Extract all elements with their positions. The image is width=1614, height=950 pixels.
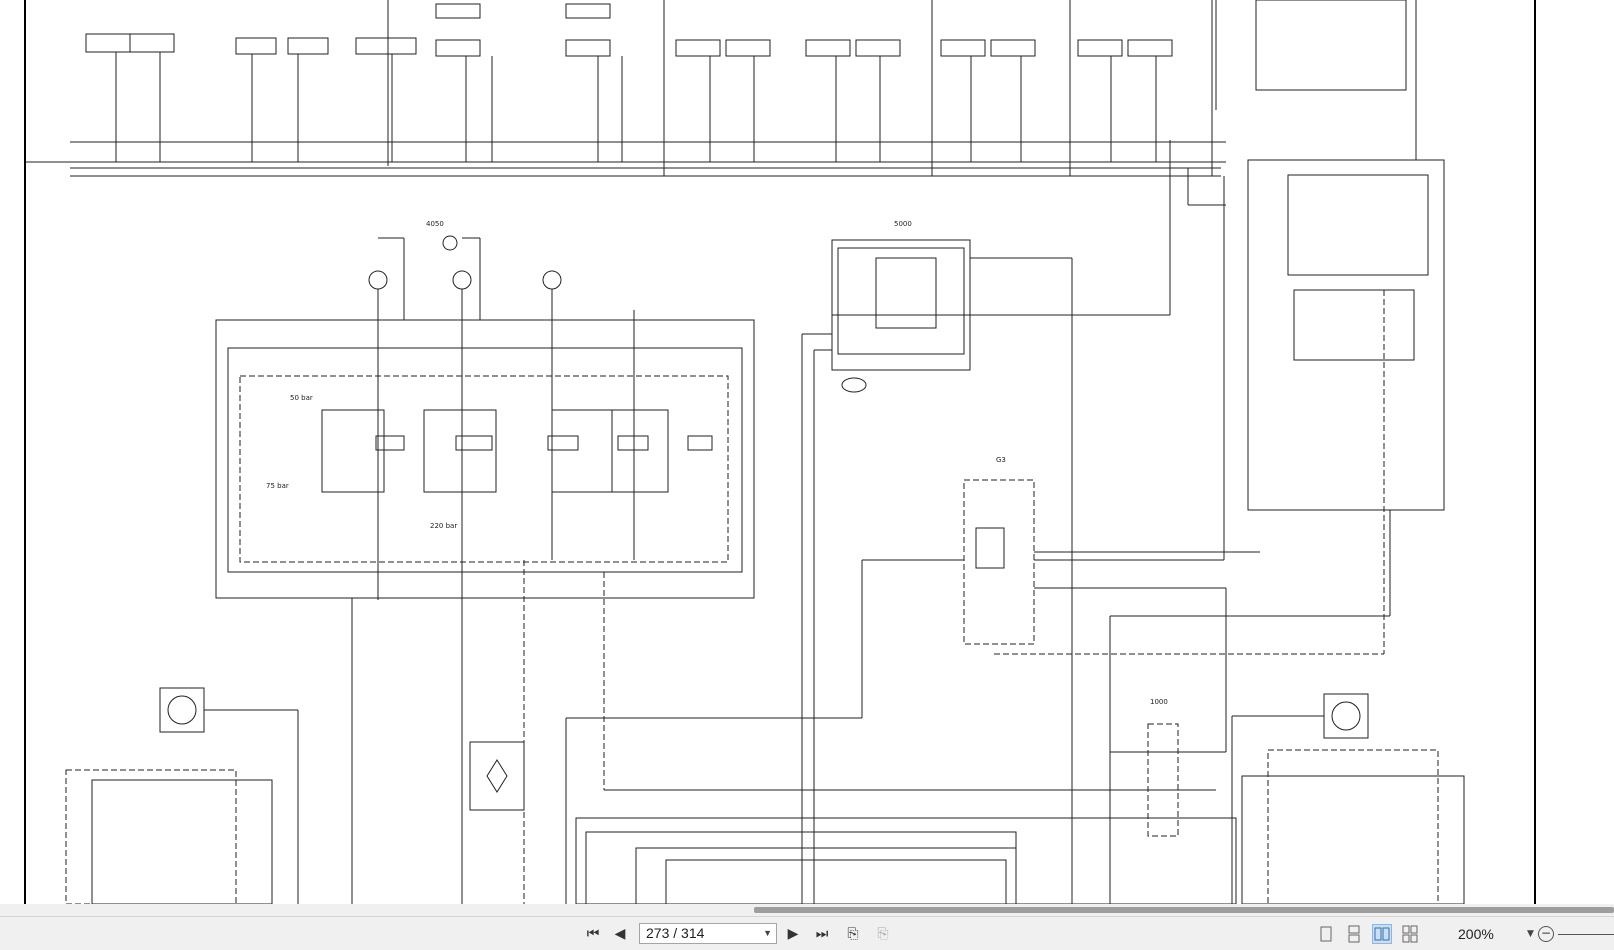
- schematic-label: 1000: [1150, 698, 1168, 706]
- document-viewport[interactable]: 4050 5000 G3 1000 220 bar 75 bar 50 bar: [0, 0, 1614, 904]
- schematic-label: 5000: [894, 220, 912, 228]
- page-number-value: 273 / 314: [646, 925, 705, 941]
- cover-facing-view-icon[interactable]: [1400, 924, 1420, 944]
- go-back-icon[interactable]: ⎘: [847, 926, 859, 942]
- schematic-label: 4050: [426, 220, 444, 228]
- document-page: 4050 5000 G3 1000 220 bar 75 bar 50 bar: [24, 0, 1536, 904]
- chevron-down-icon[interactable]: ▼: [763, 928, 772, 938]
- schematic-label: G3: [996, 456, 1006, 464]
- last-page-icon[interactable]: ⏭: [815, 926, 829, 942]
- zoom-dropdown-icon[interactable]: ▼: [1527, 929, 1534, 939]
- continuous-view-icon[interactable]: [1344, 924, 1364, 944]
- schematic-label: 50 bar: [290, 394, 313, 402]
- status-bar: ⏮ ◀ 273 / 314 ▼ ▶ ⏭ ⎘ ⎘ 200% ▼ −: [0, 916, 1614, 950]
- go-forward-icon[interactable]: ⎘: [877, 926, 889, 942]
- zoom-level[interactable]: 200%: [1458, 926, 1494, 942]
- schematic-label: 220 bar: [430, 522, 457, 530]
- hydraulic-schematic: 4050 5000 G3 1000 220 bar 75 bar 50 bar: [26, 0, 1465, 904]
- horizontal-scrollbar[interactable]: [0, 904, 1614, 916]
- facing-view-icon[interactable]: [1372, 924, 1392, 944]
- prev-page-icon[interactable]: ◀: [614, 926, 626, 942]
- zoom-slider[interactable]: [1558, 934, 1614, 935]
- scrollbar-thumb[interactable]: [754, 907, 1614, 913]
- zoom-out-icon[interactable]: −: [1538, 926, 1554, 942]
- schematic-label: 75 bar: [266, 482, 289, 490]
- first-page-icon[interactable]: ⏮: [586, 926, 600, 942]
- page-number-input[interactable]: 273 / 314 ▼: [639, 923, 777, 944]
- single-page-view-icon[interactable]: [1316, 924, 1336, 944]
- next-page-icon[interactable]: ▶: [787, 926, 799, 942]
